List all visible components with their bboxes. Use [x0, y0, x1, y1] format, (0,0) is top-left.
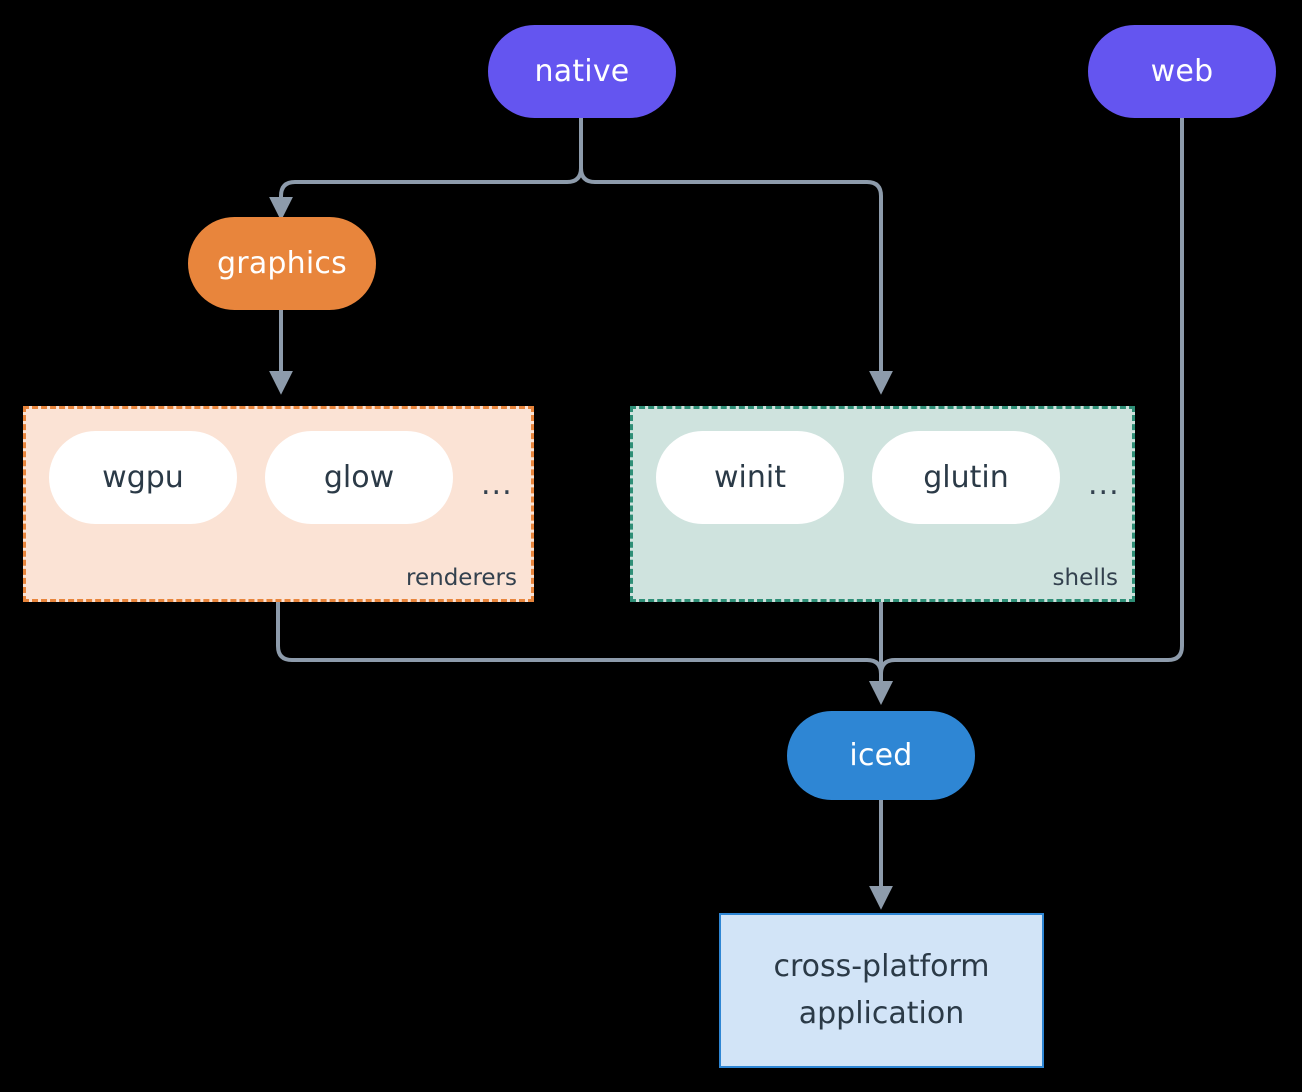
node-iced-label: iced — [849, 738, 913, 773]
edge-renderers-iced — [276, 602, 893, 705]
leaf-winit[interactable]: winit — [656, 431, 844, 524]
node-native[interactable]: native — [488, 25, 676, 118]
node-application-line1: cross-platform — [773, 949, 990, 984]
leaf-glutin-label: glutin — [923, 460, 1009, 495]
node-native-label: native — [534, 54, 630, 89]
edge-native-bus — [269, 118, 583, 221]
node-iced[interactable]: iced — [787, 711, 975, 800]
group-renderers-label: renderers — [406, 565, 517, 591]
renderers-more-ellipsis: ... — [481, 467, 513, 502]
leaf-glow[interactable]: glow — [265, 431, 453, 524]
node-application-text: cross-platform application — [773, 944, 989, 1037]
node-web[interactable]: web — [1088, 25, 1276, 118]
node-graphics-label: graphics — [217, 246, 347, 281]
node-application-line2: application — [798, 995, 965, 1031]
edge-web-iced — [869, 118, 1184, 705]
node-application[interactable]: cross-platform application — [719, 913, 1044, 1068]
group-shells-label: shells — [1052, 565, 1118, 591]
leaf-glow-label: glow — [323, 460, 395, 495]
shells-more-ellipsis: ... — [1088, 467, 1120, 502]
leaf-glutin[interactable]: glutin — [872, 431, 1060, 524]
node-graphics[interactable]: graphics — [188, 217, 376, 310]
leaf-winit-label: winit — [714, 460, 786, 495]
node-web-label: web — [1150, 54, 1214, 89]
leaf-wgpu-label: wgpu — [102, 460, 184, 495]
leaf-wgpu[interactable]: wgpu — [49, 431, 237, 524]
edge-native-shells — [579, 118, 893, 395]
